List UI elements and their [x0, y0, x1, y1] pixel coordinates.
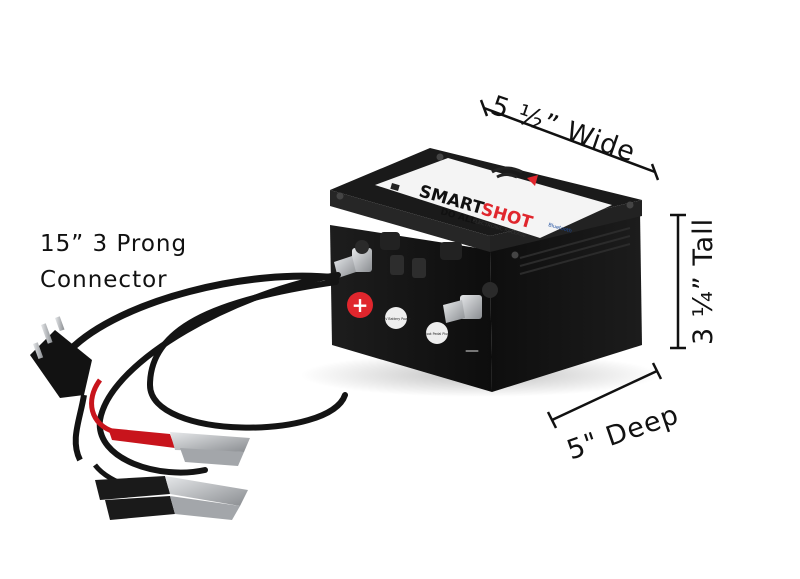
signal-icon [491, 166, 523, 179]
battery-power-port-label: 12V Battery Power [381, 307, 412, 329]
product-label: SMART SHOT ELECTRONIC RELEASE DO ALL Blu… [375, 158, 612, 239]
connector-label: 15” 3 Prong Connector [40, 226, 187, 298]
negative-terminal-post [443, 282, 498, 323]
power-cable [66, 272, 348, 476]
plus-symbol: + [352, 293, 369, 317]
cable-gland-left [380, 232, 400, 250]
negative-symbol-icon: — [465, 343, 479, 359]
height-dimension-line [670, 213, 686, 350]
connector-label-line1: 15” 3 Prong [40, 231, 188, 257]
center-connector-right [412, 258, 426, 278]
small-logo-icon [390, 182, 400, 191]
black-alligator-clip [93, 463, 248, 520]
center-connector-left [390, 255, 404, 275]
positive-symbol-icon: + [347, 292, 373, 318]
depth-dimension-line [546, 362, 663, 429]
battery-port-text: 12V Battery Power [381, 317, 411, 321]
arrow-icon [527, 175, 538, 186]
foot-pedal-port-label: Foot Pedal Plug [425, 322, 449, 344]
pedal-port-text: Foot Pedal Plug [425, 332, 449, 336]
connector-label-line2: Connector [40, 267, 168, 293]
red-alligator-clip [89, 378, 250, 466]
width-dimension-line [479, 99, 660, 181]
front-panel: + 12V Battery Power Foot Pedal Plug — [334, 232, 498, 359]
height-label: 3 ¼” Tall [688, 217, 719, 345]
cable-gland-right [440, 242, 462, 260]
three-prong-plug [30, 316, 92, 462]
